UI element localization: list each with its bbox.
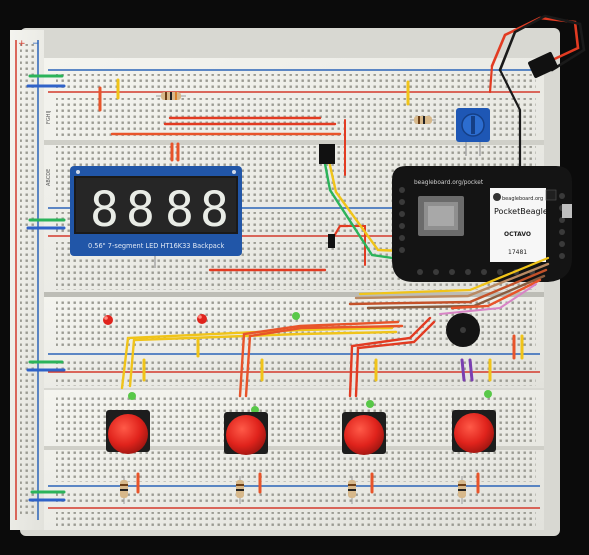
rail-plus-label: + <box>18 39 26 49</box>
seven-segment-display: 8 8 8 8 0.56" 7-segment LED HT16K33 Back… <box>70 166 242 268</box>
resistor-bottom-1 <box>120 476 128 504</box>
push-button-3 <box>342 412 386 455</box>
display-digit-2: 8 <box>126 182 155 238</box>
resistor-bottom-4 <box>458 476 466 504</box>
wire-ribbon <box>348 256 550 315</box>
pocketbeagle-serial: 17481 <box>508 249 527 256</box>
row-label-fghij: FGHIJ <box>46 111 52 124</box>
resistor-bottom-2 <box>236 476 244 504</box>
resistor-top-1 <box>156 92 186 100</box>
led-green-1 <box>292 312 300 320</box>
led-red-1 <box>103 315 113 325</box>
buzzer <box>446 313 480 347</box>
display-digit-4: 8 <box>200 182 229 238</box>
resistor-top-2 <box>410 116 436 124</box>
left-edge-wires <box>26 74 66 502</box>
display-caption: 0.56" 7-segment LED HT16K33 Backpack <box>88 242 224 250</box>
power-leads <box>488 14 586 172</box>
display-digit-1: 8 <box>90 182 119 238</box>
potentiometer <box>456 108 490 156</box>
led-green-4 <box>366 400 374 408</box>
led-red-2 <box>197 314 207 324</box>
row-label-abcde: ABCDE <box>46 169 52 186</box>
display-digit-3: 8 <box>165 182 194 238</box>
pocketbeagle-maker: OCTAVO <box>504 231 531 238</box>
push-button-2 <box>224 412 268 455</box>
pocketbeagle-board: beagleboard.org/pocket beagleboard.org P… <box>392 166 572 282</box>
rail-minus-label: − <box>32 39 40 49</box>
left-power-rail <box>10 30 44 530</box>
push-button-4 <box>452 410 496 453</box>
middle-wires <box>120 316 524 398</box>
pocketbeagle-label <box>490 188 546 262</box>
pocketbeagle-brand: beagleboard.org <box>502 196 543 202</box>
pocketbeagle-name: PocketBeagle <box>494 207 548 216</box>
led-green-5 <box>484 390 492 398</box>
bottom-jumpers <box>136 472 480 494</box>
jumper-wires-top <box>98 78 410 272</box>
led-green-2 <box>128 392 136 400</box>
beagle-logo-icon <box>493 193 501 201</box>
usb-port <box>562 204 572 218</box>
resistor-bottom-3 <box>348 476 356 504</box>
push-button-1 <box>106 410 150 454</box>
pocketbeagle-url: beagleboard.org/pocket <box>414 180 484 186</box>
display-digits: 8 8 8 8 <box>90 182 229 238</box>
